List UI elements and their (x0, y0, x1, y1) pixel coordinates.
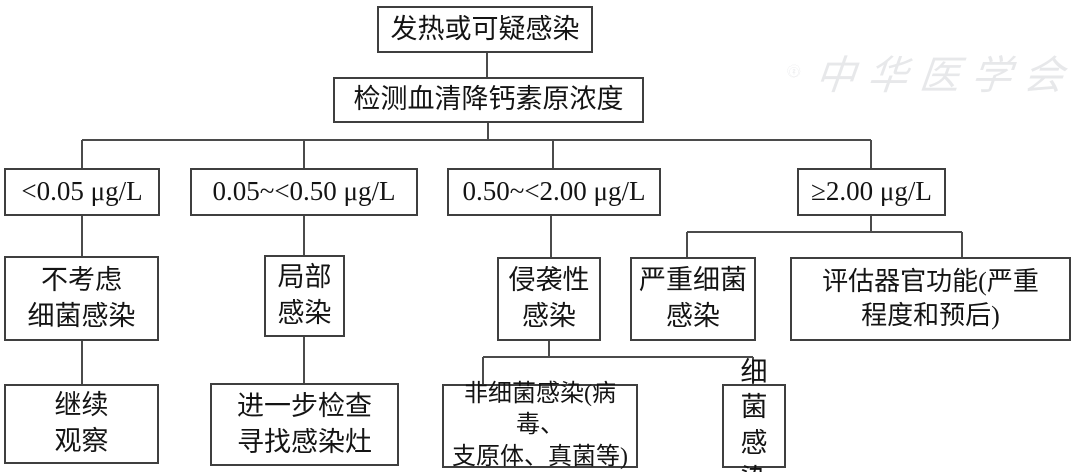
edge-test-to-branches (81, 122, 872, 168)
edge-range4-split (686, 215, 963, 257)
node-no-bacterial-infection: 不考虑 细菌感染 (4, 256, 159, 341)
node-range-lt-0.05: <0.05 μg/L (4, 168, 160, 216)
node-continue-observation: 继续 观察 (4, 384, 159, 464)
edge-invasive-split (482, 340, 754, 384)
node-range-ge-2.00: ≥2.00 μg/L (797, 168, 946, 216)
node-severe-bacterial-infection: 严重细菌 感染 (630, 257, 756, 341)
node-label: 不考虑 细菌感染 (27, 264, 136, 331)
node-label: 发热或可疑感染 (390, 13, 580, 44)
node-label: 检测血清降钙素原浓度 (353, 84, 624, 115)
node-label: <0.05 μg/L (21, 176, 143, 207)
node-label: 严重细菌 感染 (639, 265, 747, 331)
node-label: 细菌 感染 (740, 356, 768, 472)
node-label: 局部 感染 (277, 262, 332, 328)
node-bacterial-infection: 细菌 感染 (722, 357, 786, 472)
node-label: 0.05~<0.50 μg/L (212, 176, 396, 207)
node-local-infection: 局部 感染 (264, 255, 345, 337)
node-invasive-infection: 侵袭性 感染 (497, 257, 601, 341)
node-label: 评估器官功能(严重 程度和预后) (822, 266, 1039, 330)
node-fever: 发热或可疑感染 (377, 6, 593, 53)
node-label: ≥2.00 μg/L (811, 176, 932, 207)
node-range-0.50-2.00: 0.50~<2.00 μg/L (447, 168, 661, 216)
node-further-examination: 进一步检查 寻找感染灶 (210, 383, 399, 466)
node-test-pct: 检测血清降钙素原浓度 (333, 77, 644, 123)
node-range-0.05-0.50: 0.05~<0.50 μg/L (190, 168, 418, 216)
node-assess-organ-function: 评估器官功能(严重 程度和预后) (790, 257, 1071, 341)
node-label: 0.50~<2.00 μg/L (462, 176, 646, 207)
node-label: 侵袭性 感染 (508, 265, 590, 331)
node-label: 继续 观察 (54, 390, 109, 456)
node-label: 非细菌感染(病毒、 支原体、真菌等) (452, 380, 628, 470)
node-non-bacterial-infection: 非细菌感染(病毒、 支原体、真菌等) (442, 381, 638, 470)
node-label: 进一步检查 寻找感染灶 (237, 390, 372, 457)
